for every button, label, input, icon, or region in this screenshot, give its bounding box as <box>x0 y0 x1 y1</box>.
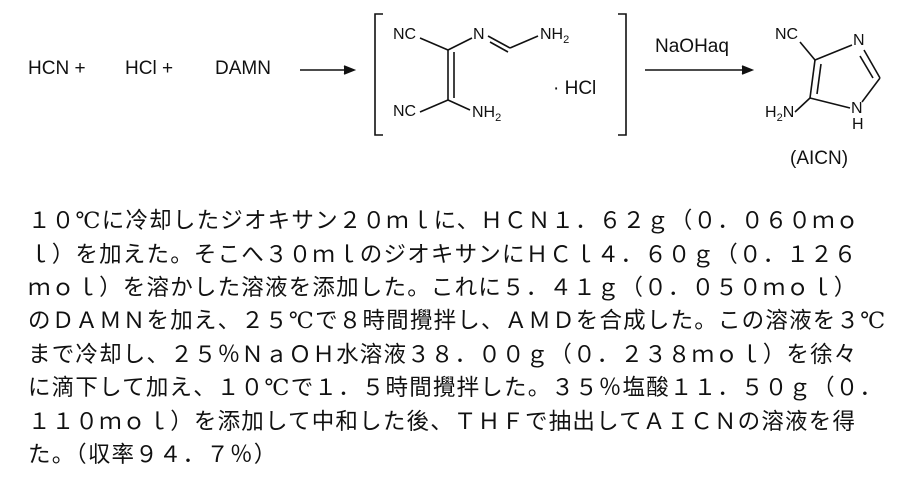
text-line: た。（収率９４．７％） <box>28 442 278 468</box>
reactant-hcl: HCl + <box>125 58 174 79</box>
text-line: ｍｏｌ）を溶かした溶液を添加した。これに５．４１ｇ（０．０５０ｍｏｌ） <box>28 275 858 301</box>
text-line: まで冷却し、２５％ＮａＯＨ水溶液３８．００ｇ（０．２３８ｍｏｌ）を徐々 <box>28 342 858 368</box>
reagent-naohaq: NaOHaq <box>655 36 729 57</box>
reactant-damn: DAMN <box>215 58 271 79</box>
reactant-hcn: HCN + <box>28 58 86 79</box>
ring-nh: N <box>851 100 863 117</box>
nitrile-bottom: NC <box>393 103 417 120</box>
nitrile-top: NC <box>393 26 417 43</box>
imine-n: N <box>473 26 485 43</box>
hcl-salt: · HCl <box>553 78 597 99</box>
amine-bottom: NH2 <box>472 104 502 125</box>
product-amine: H2N <box>765 104 795 125</box>
text-line: １１０ｍｏｌ）を添加して中和した後、ＴＨＦで抽出してＡＩＣＮの溶液を得 <box>28 409 857 435</box>
text-line: ｌ）を加えた。そこへ３０ｍｌのジオキサンにＨＣｌ４．６０ｇ（０．１２６ <box>28 242 858 268</box>
arrow-1 <box>300 65 357 75</box>
amine-top: NH2 <box>540 26 570 47</box>
text-line: のＤＡＭＮを加え、２５℃で８時間攪拌し、ＡＭＤを合成した。この溶液を３℃ <box>28 308 887 334</box>
product-name: (AICN) <box>790 148 849 169</box>
scheme-bonds <box>300 13 881 136</box>
arrow-2 <box>645 65 755 75</box>
left-bracket <box>374 13 383 136</box>
ring-nh-h: H <box>852 116 864 133</box>
text-line: に滴下して加え、１０℃で１．５時間攪拌した。３５％塩酸１１．５０ｇ（０． <box>28 375 884 401</box>
ring-n: N <box>853 32 865 49</box>
imidazole-ring <box>794 41 881 113</box>
right-bracket <box>618 13 627 136</box>
product-nitrile: NC <box>775 26 799 43</box>
text-line: １０℃に冷却したジオキサン２０ｍｌに、ＨＣＮ１．６２ｇ（０．０６０ｍｏ <box>28 208 860 234</box>
